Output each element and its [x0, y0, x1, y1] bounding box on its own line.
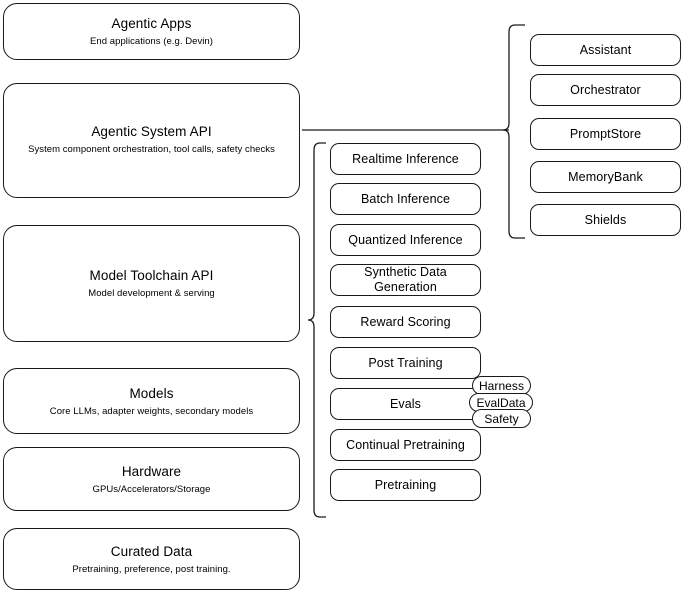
eval-tag-safety[interactable]: Safety	[472, 409, 531, 428]
toolchain-component-realtime-inference[interactable]: Realtime Inference	[330, 143, 481, 175]
stack-layer-curated-data[interactable]: Curated Data Pretraining, preference, po…	[3, 528, 300, 590]
stack-layer-subtitle: Model development & serving	[88, 288, 215, 299]
component-label: Quantized Inference	[348, 232, 463, 247]
component-label: Batch Inference	[360, 191, 451, 206]
system-component-assistant[interactable]: Assistant	[530, 34, 681, 66]
toolchain-component-evals[interactable]: Evals	[330, 388, 481, 420]
stack-layer-subtitle: GPUs/Accelerators/Storage	[92, 483, 211, 495]
system-component-orchestrator[interactable]: Orchestrator	[530, 74, 681, 106]
stack-layer-title: Models	[129, 385, 174, 401]
toolchain-component-pretraining[interactable]: Pretraining	[330, 469, 481, 501]
system-component-shields[interactable]: Shields	[530, 204, 681, 236]
eval-tag-label: Harness	[478, 378, 525, 393]
component-label: PromptStore	[569, 126, 642, 141]
toolchain-component-quantized-inference[interactable]: Quantized Inference	[330, 224, 481, 256]
component-label: Realtime Inference	[352, 151, 459, 166]
component-label: Continual Pretraining	[346, 437, 465, 452]
stack-layer-subtitle: Pretraining, preference, post training.	[72, 563, 231, 575]
component-label: Synthetic Data Generation	[364, 265, 447, 294]
component-label: Orchestrator	[570, 82, 641, 97]
component-label: Evals	[389, 396, 422, 411]
brace-system-components	[502, 24, 525, 239]
toolchain-component-reward-scoring[interactable]: Reward Scoring	[330, 306, 481, 338]
brace-toolchain-components	[307, 142, 326, 518]
toolchain-component-post-training[interactable]: Post Training	[330, 347, 481, 379]
eval-tag-label: EvalData	[476, 395, 526, 410]
stack-layer-subtitle: System component orchestration, tool cal…	[28, 144, 275, 155]
stack-layer-title: Model Toolchain API	[89, 268, 214, 283]
stack-layer-agentic-apps[interactable]: Agentic Apps End applications (e.g. Devi…	[3, 3, 300, 60]
component-label: Pretraining	[374, 477, 437, 492]
stack-layer-hardware[interactable]: Hardware GPUs/Accelerators/Storage	[3, 447, 300, 511]
stack-layer-title: Agentic Apps	[111, 16, 192, 31]
stack-layer-title: Curated Data	[110, 543, 193, 559]
toolchain-component-continual-pretraining[interactable]: Continual Pretraining	[330, 429, 481, 461]
stack-layer-subtitle: Core LLMs, adapter weights, secondary mo…	[49, 405, 254, 417]
component-label: Post Training	[368, 355, 443, 370]
component-label: Assistant	[579, 42, 632, 57]
component-label: MemoryBank	[568, 169, 643, 184]
stack-layer-models[interactable]: Models Core LLMs, adapter weights, secon…	[3, 368, 300, 434]
stack-layer-title: Agentic System API	[91, 124, 212, 139]
toolchain-component-batch-inference[interactable]: Batch Inference	[330, 183, 481, 215]
stack-layer-agentic-system-api[interactable]: Agentic System API System component orch…	[3, 83, 300, 198]
component-label: Shields	[584, 212, 627, 227]
component-label: Reward Scoring	[360, 314, 451, 329]
stack-layer-model-toolchain-api[interactable]: Model Toolchain API Model development & …	[3, 225, 300, 342]
system-component-memorybank[interactable]: MemoryBank	[530, 161, 681, 193]
eval-tag-label: Safety	[484, 411, 519, 426]
stack-layer-title: Hardware	[121, 463, 182, 479]
system-component-promptstore[interactable]: PromptStore	[530, 118, 681, 150]
toolchain-component-synthetic-data-generation[interactable]: Synthetic Data Generation	[330, 264, 481, 296]
stack-layer-subtitle: End applications (e.g. Devin)	[90, 36, 213, 47]
